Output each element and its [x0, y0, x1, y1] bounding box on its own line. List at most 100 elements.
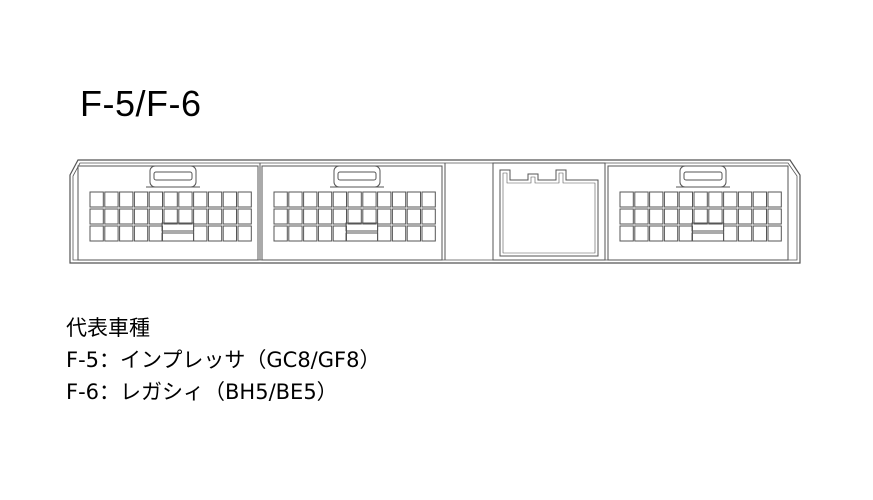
pin-cell: [288, 208, 303, 225]
pin-cell: [148, 191, 163, 208]
pin-cell: [693, 191, 708, 208]
pin-cell: [317, 208, 333, 225]
pin-cell: [317, 225, 333, 242]
pin-cell: [737, 225, 753, 242]
pin-cell: [377, 225, 392, 242]
pin-cell: [89, 225, 104, 242]
pin-cell: [406, 191, 422, 208]
pin-cell: [391, 191, 407, 208]
pin-cell: [708, 191, 723, 208]
pin-cell: [663, 208, 679, 225]
pin-cell: [767, 208, 782, 225]
pin-cell: [193, 225, 208, 242]
key-slot: [161, 222, 195, 232]
pin-cell: [237, 225, 252, 242]
pin-cell: [288, 225, 303, 242]
pin-cell: [303, 208, 318, 225]
pin-cell: [133, 208, 149, 225]
pin-cell: [362, 208, 377, 225]
pin-cell: [767, 191, 782, 208]
pin-cell: [332, 208, 348, 225]
connector-housing: [69, 159, 801, 264]
pin-cell: [723, 225, 738, 242]
pin-cell: [752, 225, 768, 242]
center-receptacle-frame: [492, 162, 606, 261]
pin-cell: [619, 191, 634, 208]
pin-cell: [377, 191, 392, 208]
pin-cell: [663, 191, 679, 208]
latch-slot: [153, 171, 193, 181]
key-slot: [691, 232, 725, 242]
pin-cell: [163, 208, 178, 225]
vehicles-heading: 代表車種: [66, 316, 150, 340]
pin-cell: [678, 225, 694, 242]
pin-cell: [406, 225, 422, 242]
pin-cell: [649, 208, 664, 225]
pin-cell: [163, 191, 178, 208]
pin-cell: [222, 191, 237, 208]
pin-cell: [133, 225, 149, 242]
pin-cell: [678, 208, 694, 225]
pin-cell: [332, 225, 348, 242]
pin-cell: [391, 225, 407, 242]
key-slot: [691, 222, 725, 232]
pin-cell: [634, 208, 649, 225]
connector-housing-inner: [72, 162, 798, 261]
key-slot: [161, 232, 195, 242]
pin-cell: [193, 208, 208, 225]
pin-cell: [752, 191, 768, 208]
pin-cell: [207, 208, 223, 225]
pin-cell: [148, 208, 163, 225]
pin-cell: [207, 191, 223, 208]
key-slot: [345, 222, 379, 232]
pin-cell: [634, 191, 649, 208]
latch-tab: [679, 165, 727, 188]
pin-cell: [421, 191, 436, 208]
pin-cell: [273, 208, 288, 225]
latch-slot: [337, 171, 377, 181]
pin-cell: [237, 191, 252, 208]
pin-cell: [634, 225, 649, 242]
pin-cell: [737, 208, 753, 225]
pin-cell: [737, 191, 753, 208]
pin-cell: [193, 191, 208, 208]
vehicle-line-f5: F-5：インプレッサ（GC8/GF8）: [66, 348, 381, 372]
pin-cell: [752, 208, 768, 225]
latch-slot: [683, 171, 723, 181]
pin-cell: [273, 191, 288, 208]
pin-cell: [649, 225, 664, 242]
latch-tab: [149, 165, 197, 188]
pin-cell: [273, 225, 288, 242]
pin-cell: [119, 191, 134, 208]
pin-cell: [288, 191, 303, 208]
pin-cell: [303, 225, 318, 242]
pin-cell: [619, 208, 634, 225]
pin-cell: [178, 191, 193, 208]
pin-cell: [708, 208, 723, 225]
pin-cell: [119, 225, 134, 242]
pin-cell: [89, 191, 104, 208]
pin-cell: [347, 191, 362, 208]
pin-cell: [767, 225, 782, 242]
pin-cell: [421, 225, 436, 242]
pin-cell: [347, 208, 362, 225]
pin-cell: [303, 191, 318, 208]
pin-cell: [693, 208, 708, 225]
pin-cell: [406, 208, 422, 225]
pin-cell: [421, 208, 436, 225]
pin-cell: [207, 225, 223, 242]
center-cavity: [499, 169, 599, 257]
pin-cell: [104, 191, 119, 208]
pin-cell: [104, 225, 119, 242]
pin-cell: [649, 191, 664, 208]
pin-cell: [119, 208, 134, 225]
latch-tab: [333, 165, 381, 188]
vehicle-line-f6: F-6：レガシィ（BH5/BE5）: [66, 380, 338, 404]
pin-cell: [104, 208, 119, 225]
pin-cell: [178, 208, 193, 225]
pin-cell: [723, 191, 738, 208]
pin-cell: [678, 191, 694, 208]
pin-cell: [317, 191, 333, 208]
pin-cell: [222, 225, 237, 242]
